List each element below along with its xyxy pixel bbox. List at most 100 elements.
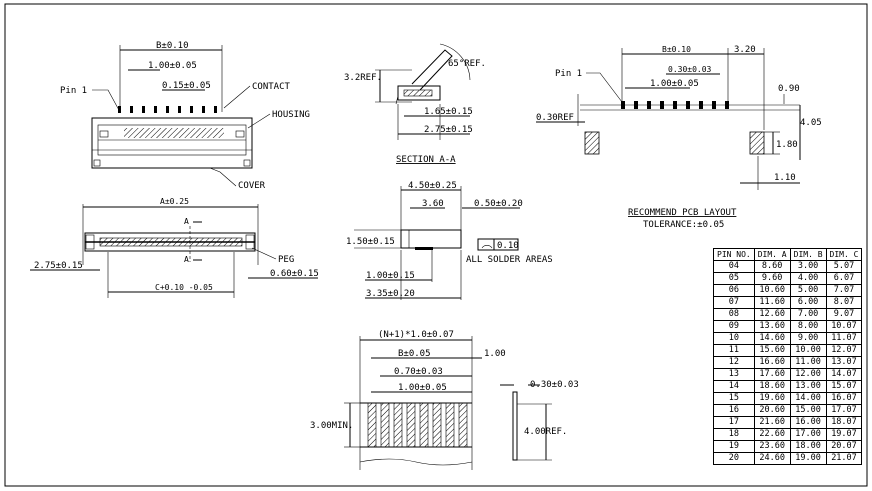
fpc-thickness: 0.30±0.03 <box>530 380 579 390</box>
pcb-pin1: Pin 1 <box>555 69 582 79</box>
angle-ref-label: 65°REF. <box>448 59 486 69</box>
pcb-peg-left <box>584 131 600 155</box>
table-cell: 10.60 <box>753 284 791 297</box>
cover-label: COVER <box>238 181 266 191</box>
table-cell: 19.00 <box>789 452 827 465</box>
side-height-label: 1.50±0.15 <box>346 237 395 247</box>
height-ref-label: 3.2REF. <box>344 73 382 83</box>
side-dim-bottom1: 1.00±0.15 <box>366 271 415 281</box>
table-cell: 6.07 <box>825 272 863 285</box>
pcb-title: RECOMMEND PCB LAYOUT <box>628 208 737 218</box>
table-cell: 7.07 <box>825 284 863 297</box>
table-cell: 14 <box>713 380 755 393</box>
fpc-view: (N+1)*1.0±0.07 B±0.05 1.00 0.70±0.03 1.0… <box>310 330 579 470</box>
table-cell: 12 <box>713 356 755 369</box>
table-cell: 6.00 <box>789 296 827 309</box>
header-dim-a: DIM. A <box>753 248 791 261</box>
dim-b-label: B±0.10 <box>156 41 189 51</box>
bottom-view: A±0.25 A A 2.75±0.15 C+0.10 -0.05 PEG 0.… <box>30 197 319 298</box>
fpc-dim-b: B±0.05 <box>398 349 431 359</box>
table-cell: 24.60 <box>753 452 791 465</box>
table-cell: 14.60 <box>753 332 791 345</box>
pin1-label: Pin 1 <box>60 86 87 96</box>
solder-note: ALL SOLDER AREAS <box>466 255 553 265</box>
table-cell: 06 <box>713 284 755 297</box>
table-cell: 13 <box>713 368 755 381</box>
side-dim-bottom2: 3.35±0.20 <box>366 289 415 299</box>
table-cell: 11.60 <box>753 296 791 309</box>
side-length2-label: 3.60 <box>422 199 444 209</box>
table-cell: 10 <box>713 332 755 345</box>
table-cell: 18.60 <box>753 380 791 393</box>
table-cell: 04 <box>713 260 755 273</box>
pcb-total: 4.05 <box>800 118 822 128</box>
pcb-gap: 0.30REF <box>536 113 574 123</box>
table-cell: 19.60 <box>753 392 791 405</box>
section-dim1: 1.65±0.15 <box>424 107 473 117</box>
fpc-total: (N+1)*1.0±0.07 <box>378 330 454 340</box>
table-cell: 13.00 <box>789 380 827 393</box>
cut-marker-bottom: A <box>184 255 189 264</box>
table-cell: 17 <box>713 416 755 429</box>
height-label: 2.75±0.15 <box>34 261 83 271</box>
pitch-label: 1.00±0.05 <box>148 61 197 71</box>
table-cell: 17.07 <box>825 404 863 417</box>
table-cell: 13.07 <box>825 356 863 369</box>
header-dim-b: DIM. B <box>789 248 827 261</box>
front-view: B±0.10 1.00±0.05 0.15±0.05 Pin 1 CONTACT… <box>60 41 310 191</box>
table-cell: 14.07 <box>825 368 863 381</box>
pcb-peg-len: 1.80 <box>776 140 798 150</box>
table-cell: 23.60 <box>753 440 791 453</box>
border-frame <box>4 3 868 487</box>
table-cell: 21.60 <box>753 416 791 429</box>
table-cell: 15.60 <box>753 344 791 357</box>
table-cell: 08 <box>713 308 755 321</box>
table-cell: 12.00 <box>789 368 827 381</box>
table-cell: 5.07 <box>825 260 863 273</box>
table-cell: 19.07 <box>825 428 863 441</box>
pcb-pitch: 1.00±0.05 <box>650 79 699 89</box>
table-cell: 12.07 <box>825 344 863 357</box>
fpc-pitch: 1.00±0.05 <box>398 383 447 393</box>
table-cell: 15.07 <box>825 380 863 393</box>
table-cell: 11.00 <box>789 356 827 369</box>
table-cell: 16.00 <box>789 416 827 429</box>
table-cell: 19 <box>713 440 755 453</box>
section-dim2: 2.75±0.15 <box>424 125 473 135</box>
contact-offset-label: 0.15±0.05 <box>162 81 211 91</box>
header-dim-c: DIM. C <box>825 248 863 261</box>
fpc-edge: 1.00 <box>484 349 506 359</box>
table-cell: 14.00 <box>789 392 827 405</box>
pcb-pad-width: 0.30±0.03 <box>668 65 712 74</box>
pcb-pad-len: 0.90 <box>778 84 800 94</box>
peg-offset-label: 0.60±0.15 <box>270 269 319 279</box>
table-cell: 20.60 <box>753 404 791 417</box>
pcb-peg-right <box>749 131 765 155</box>
housing-label: HOUSING <box>272 110 310 120</box>
cut-marker-top: A <box>184 217 189 226</box>
table-cell: 16 <box>713 404 755 417</box>
table-cell: 13.60 <box>753 320 791 333</box>
table-cell: 10.00 <box>789 344 827 357</box>
table-cell: 11 <box>713 344 755 357</box>
table-cell: 7.00 <box>789 308 827 321</box>
table-cell: 05 <box>713 272 755 285</box>
table-cell: 11.07 <box>825 332 863 345</box>
section-view: 3.2REF. 65°REF. 1.65±0.15 2.75±0.15 SECT… <box>344 43 486 165</box>
table-cell: 12.60 <box>753 308 791 321</box>
tolerance-frame <box>477 238 519 251</box>
section-title: SECTION A-A <box>396 155 456 165</box>
